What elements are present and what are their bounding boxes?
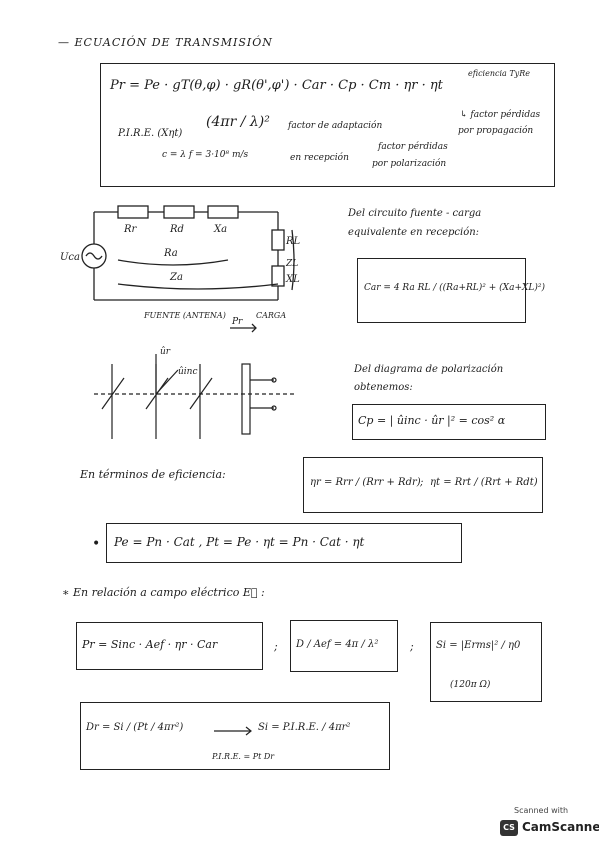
pr-field-formula: Pr = Sinc · Aef · ηr · Car <box>82 638 218 651</box>
circuit-carga-label: CARGA <box>256 311 286 320</box>
circuit-label-xl: XL <box>285 274 300 285</box>
pr-field-box <box>76 622 263 670</box>
pire-label: P.I.R.E. (Xηt) <box>118 128 183 139</box>
power-box <box>106 523 462 563</box>
eta-r-formula: ηr = Rrr / (Rrr + Rdr) <box>310 477 421 488</box>
circuit-label-rr: Rr <box>123 224 138 235</box>
dr-arrow <box>214 726 252 736</box>
cp-formula: Cp = | ûinc · ûr |² = cos² α <box>358 414 506 427</box>
d-over-a-box <box>290 620 398 672</box>
circuit-diagram: Uca Rr Rd Xa Ra Za RL XL ZL FUENTE (ANTE… <box>60 205 300 333</box>
power-bullet: • <box>92 536 101 552</box>
dr-formula: Dr = Si / (Pt / 4πr²) <box>86 722 184 733</box>
cp-formula-box <box>352 404 546 440</box>
circuit-label-za: Za <box>169 272 183 283</box>
factor-pol-2: por polarización <box>372 159 447 169</box>
circuit-source-label: Uca <box>60 252 80 263</box>
si-box <box>430 622 542 702</box>
polarization-diagram: ûr ûinc <box>94 346 294 439</box>
si-pire-formula: Si = P.I.R.E. / 4πr² <box>258 722 351 733</box>
polarization-note-1: Del diagrama de polarización <box>354 364 504 375</box>
circuit-fuente-label: FUENTE (ANTENA) <box>143 311 226 320</box>
light-speed: c = λ f = 3·10⁸ m/s <box>162 150 249 160</box>
camscanner-badge: Scanned with CS CamScanner <box>500 806 599 840</box>
propagation-loss: (4πr / λ)² <box>206 114 270 130</box>
factor-adapt-1: factor de adaptación <box>288 121 383 131</box>
circuit-note-1: Del circuito fuente - carga <box>348 208 482 219</box>
factor-prop-1: ↳ factor pérdidas <box>460 110 541 120</box>
field-sep-1: ; <box>274 640 278 653</box>
eta-t-formula: ηt = Rrt / (Rrt + Rdt) <box>430 477 538 488</box>
circuit-label-rl: RL <box>285 236 300 247</box>
dr-box <box>80 702 390 770</box>
field-intro: ∗ En relación a campo eléctrico E⃗ : <box>62 586 265 599</box>
car-formula: Car = 4 Ra RL / ((Ra+RL)² + (Xa+XL)²) <box>364 283 546 293</box>
transmission-equation-box <box>100 63 555 187</box>
d-over-a-formula: D / Aef = 4π / λ² <box>296 639 379 650</box>
si-formula: Si = |Erms|² / η0 <box>436 640 521 651</box>
factor-prop-2: por propagación <box>458 126 534 136</box>
eff-label: eficiencia TyRe <box>468 69 530 78</box>
circuit-label-rd: Rd <box>169 224 184 235</box>
eta0-value: (120π Ω) <box>450 680 491 690</box>
circuit-note-2: equivalente en recepción: <box>348 227 480 238</box>
car-formula-box <box>357 258 526 323</box>
field-sep-2: ; <box>410 640 414 653</box>
scanned-with-label: Scanned with <box>514 806 569 815</box>
camscanner-name: CamScanner <box>522 820 599 834</box>
uinc-label: ûinc <box>178 366 198 377</box>
circuit-label-xa: Xa <box>213 224 227 235</box>
transmission-equation: Pr = Pe · gT(θ,φ) · gR(θ',φ') · Car · Cp… <box>110 78 443 93</box>
polarization-note-2: obtenemos: <box>354 382 413 393</box>
camscanner-logo-icon: CS <box>500 820 518 836</box>
circuit-label-ra: Ra <box>163 248 178 259</box>
pire-note: P.I.R.E. = Pt Dr <box>212 752 275 761</box>
power-equation: Pe = Pn · Cat , Pt = Pe · ηt = Pn · Cat … <box>114 535 365 549</box>
circuit-label-zl: ZL <box>285 259 298 269</box>
efficiency-box <box>303 457 543 513</box>
page-title: — ECUACIÓN DE TRANSMISIÓN <box>58 36 273 49</box>
efficiency-sep: ; <box>420 477 424 488</box>
ur-label: ûr <box>160 346 171 357</box>
factor-pol-1: factor pérdidas <box>378 142 448 152</box>
circuit-pr-label: Pr <box>231 317 243 327</box>
efficiency-intro: En términos de eficiencia: <box>80 468 226 481</box>
factor-adapt-2: en recepción <box>290 153 349 163</box>
